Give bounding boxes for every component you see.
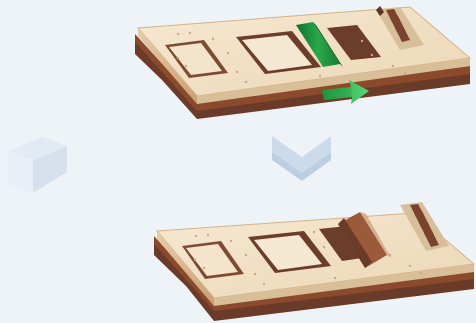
board-after [154, 202, 474, 321]
chevron-down-icon [272, 136, 331, 181]
board-before [135, 6, 470, 119]
back-arrow-icon [8, 137, 67, 193]
